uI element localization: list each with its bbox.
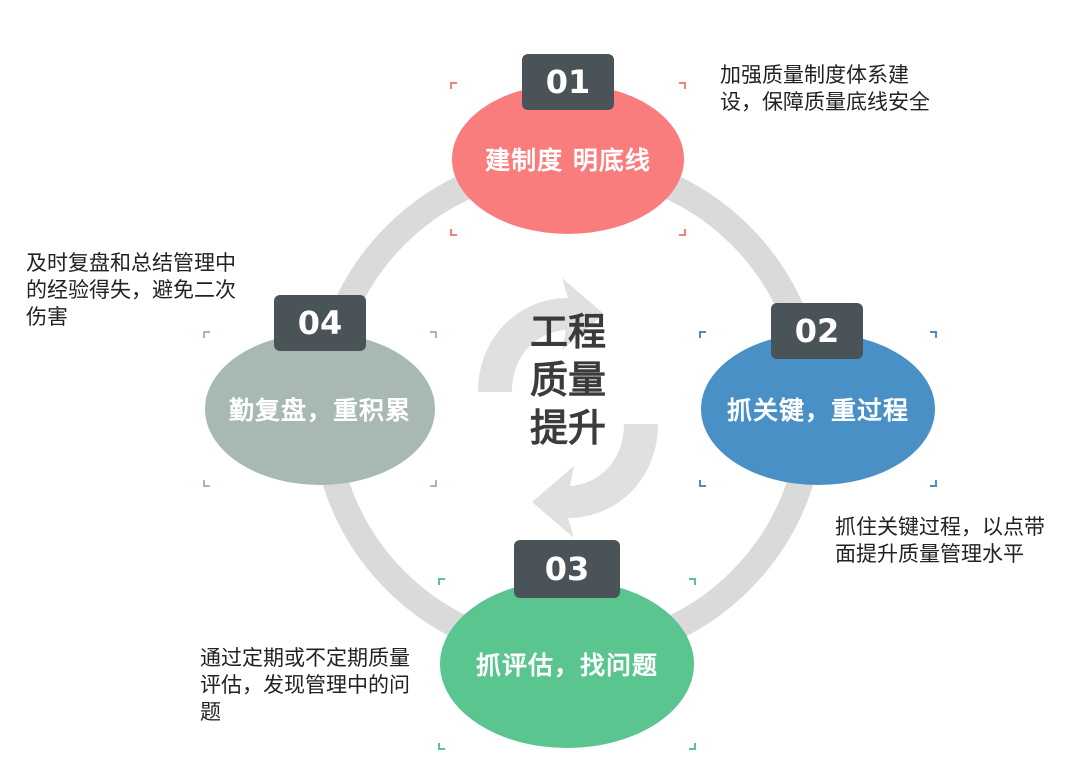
corner-mark (930, 331, 937, 338)
corner-mark (450, 82, 457, 89)
corner-mark (450, 229, 457, 236)
corner-mark (930, 480, 937, 487)
corner-mark (679, 82, 686, 89)
corner-mark (203, 480, 210, 487)
step-02-number-badge: 02 (771, 303, 863, 359)
step-04-pill: 勤复盘，重积累 (205, 333, 435, 485)
step-02-description: 抓住关键过程，以点带面提升质量管理水平 (835, 515, 1045, 566)
step-04-description: 及时复盘和总结管理中的经验得失，避免二次伤害 (26, 251, 236, 329)
center-title: 工程质量提升 (529, 310, 606, 450)
step-04-number-badge: 04 (274, 295, 366, 351)
step-03-number-badge: 03 (514, 540, 620, 598)
step-03-description: 通过定期或不定期质量评估，发现管理中的问题 (200, 646, 410, 724)
corner-mark (689, 743, 696, 750)
corner-mark (689, 578, 696, 585)
corner-mark (430, 331, 437, 338)
corner-mark (203, 331, 210, 338)
corner-mark (679, 229, 686, 236)
corner-mark (699, 480, 706, 487)
corner-mark (430, 480, 437, 487)
refresh-cycle-icon (478, 278, 658, 538)
step-01-number-badge: 01 (522, 54, 614, 110)
step-01-description: 加强质量制度体系建设，保障质量底线安全 (720, 63, 930, 114)
corner-mark (438, 578, 445, 585)
corner-mark (438, 743, 445, 750)
step-03-pill: 抓评估，找问题 (440, 580, 694, 748)
corner-mark (699, 331, 706, 338)
